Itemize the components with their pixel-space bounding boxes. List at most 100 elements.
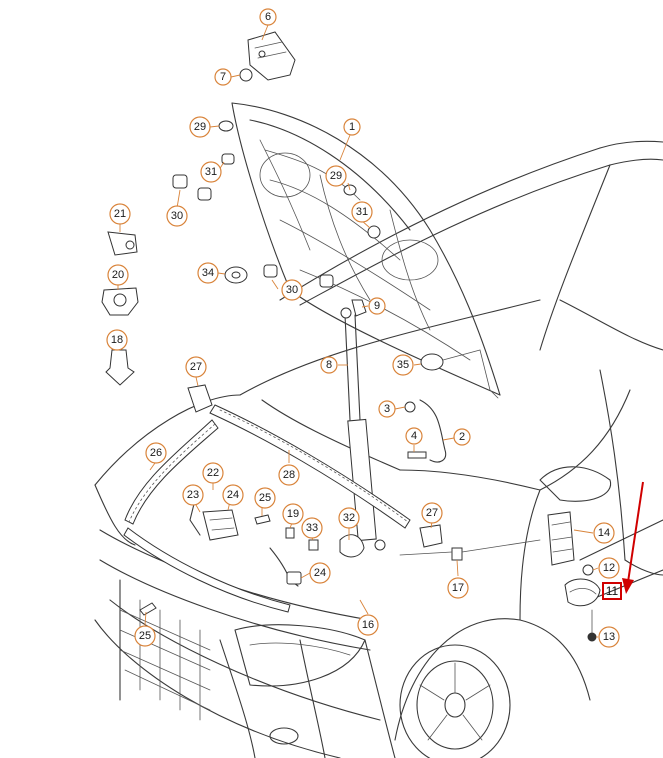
callout-label: 13 bbox=[603, 631, 615, 643]
callout-circle bbox=[378, 400, 396, 418]
callout-label: 30 bbox=[286, 284, 298, 296]
callout-circle bbox=[200, 161, 222, 183]
callout-circle bbox=[392, 354, 414, 376]
callout-circle bbox=[189, 116, 211, 138]
callout-label: 33 bbox=[306, 522, 318, 534]
callout-16[interactable]: 16 bbox=[357, 614, 379, 636]
callout-label: 29 bbox=[330, 170, 342, 182]
callout-circle bbox=[185, 356, 207, 378]
callout-circle bbox=[421, 502, 443, 524]
callout-label: 34 bbox=[202, 267, 214, 279]
callout-13[interactable]: 13 bbox=[598, 626, 620, 648]
callout-21[interactable]: 21 bbox=[109, 203, 131, 225]
callout-circle bbox=[214, 68, 232, 86]
callout-label: 28 bbox=[283, 469, 295, 481]
callout-label: 31 bbox=[205, 166, 217, 178]
callout-17[interactable]: 17 bbox=[447, 577, 469, 599]
callout-27[interactable]: 27 bbox=[421, 502, 443, 524]
callout-19[interactable]: 19 bbox=[282, 503, 304, 525]
callout-label: 29 bbox=[194, 121, 206, 133]
callout-label: 25 bbox=[139, 630, 151, 642]
callout-18[interactable]: 18 bbox=[106, 329, 128, 351]
callout-31[interactable]: 31 bbox=[200, 161, 222, 183]
callout-3[interactable]: 3 bbox=[378, 400, 396, 418]
callout-35[interactable]: 35 bbox=[392, 354, 414, 376]
callout-12[interactable]: 12 bbox=[598, 557, 620, 579]
callout-14[interactable]: 14 bbox=[593, 522, 615, 544]
callout-26[interactable]: 26 bbox=[145, 442, 167, 464]
callout-label: 1 bbox=[349, 121, 355, 133]
callout-circle bbox=[447, 577, 469, 599]
callout-circle bbox=[106, 329, 128, 351]
highlighted-callout-11[interactable]: 11 bbox=[602, 582, 622, 600]
callout-20[interactable]: 20 bbox=[107, 264, 129, 286]
callout-25[interactable]: 25 bbox=[254, 487, 276, 509]
callout-4[interactable]: 4 bbox=[405, 427, 423, 445]
small-parts bbox=[101, 31, 601, 642]
callout-label: 35 bbox=[397, 359, 409, 371]
callout-30[interactable]: 30 bbox=[166, 205, 188, 227]
callout-circle bbox=[453, 428, 471, 446]
red-arrow-icon bbox=[622, 481, 644, 594]
callout-label: 30 bbox=[171, 210, 183, 222]
callout-circle bbox=[598, 626, 620, 648]
callout-6[interactable]: 6 bbox=[259, 8, 277, 26]
callout-22[interactable]: 22 bbox=[202, 462, 224, 484]
callout-circle bbox=[598, 557, 620, 579]
callout-label: 9 bbox=[374, 300, 380, 312]
callout-label: 23 bbox=[187, 489, 199, 501]
callout-label: 25 bbox=[259, 492, 271, 504]
callout-circle bbox=[309, 562, 331, 584]
callout-25[interactable]: 25 bbox=[134, 625, 156, 647]
callout-circle bbox=[320, 356, 338, 374]
callout-28[interactable]: 28 bbox=[278, 464, 300, 486]
highlight-box bbox=[602, 582, 622, 600]
callout-label: 21 bbox=[114, 208, 126, 220]
callout-circle bbox=[325, 165, 347, 187]
callout-32[interactable]: 32 bbox=[338, 507, 360, 529]
callout-24[interactable]: 24 bbox=[222, 484, 244, 506]
callout-33[interactable]: 33 bbox=[301, 517, 323, 539]
callout-label: 20 bbox=[112, 269, 124, 281]
bonnet-hood-drawing bbox=[231, 102, 501, 396]
callout-circle bbox=[259, 8, 277, 26]
callout-circle bbox=[282, 503, 304, 525]
callout-circle bbox=[109, 203, 131, 225]
callout-circle bbox=[593, 522, 615, 544]
callout-circle bbox=[278, 464, 300, 486]
callout-29[interactable]: 29 bbox=[325, 165, 347, 187]
callout-circle bbox=[301, 517, 323, 539]
callout-label: 7 bbox=[220, 71, 226, 83]
callout-30[interactable]: 30 bbox=[281, 279, 303, 301]
callout-label: 17 bbox=[452, 582, 464, 594]
callout-label: 18 bbox=[111, 334, 123, 346]
callout-circle bbox=[197, 262, 219, 284]
callout-label: 22 bbox=[207, 467, 219, 479]
callout-label: 31 bbox=[356, 206, 368, 218]
callout-24[interactable]: 24 bbox=[309, 562, 331, 584]
callout-23[interactable]: 23 bbox=[182, 484, 204, 506]
callout-circle bbox=[134, 625, 156, 647]
callout-27[interactable]: 27 bbox=[185, 356, 207, 378]
callout-circle bbox=[107, 264, 129, 286]
callout-circle bbox=[182, 484, 204, 506]
callout-label: 8 bbox=[326, 359, 332, 371]
callout-29[interactable]: 29 bbox=[189, 116, 211, 138]
callout-label: 26 bbox=[150, 447, 162, 459]
callout-label: 27 bbox=[190, 361, 202, 373]
callout-8[interactable]: 8 bbox=[320, 356, 338, 374]
callout-34[interactable]: 34 bbox=[197, 262, 219, 284]
callout-circle bbox=[405, 427, 423, 445]
callout-circle bbox=[281, 279, 303, 301]
callout-circle bbox=[368, 297, 386, 315]
callout-circle bbox=[357, 614, 379, 636]
callout-circle bbox=[351, 201, 373, 223]
callout-label: 11 bbox=[606, 584, 619, 598]
callout-31[interactable]: 31 bbox=[351, 201, 373, 223]
callout-7[interactable]: 7 bbox=[214, 68, 232, 86]
callout-circle bbox=[254, 487, 276, 509]
callout-2[interactable]: 2 bbox=[453, 428, 471, 446]
callout-1[interactable]: 1 bbox=[343, 118, 361, 136]
callout-9[interactable]: 9 bbox=[368, 297, 386, 315]
